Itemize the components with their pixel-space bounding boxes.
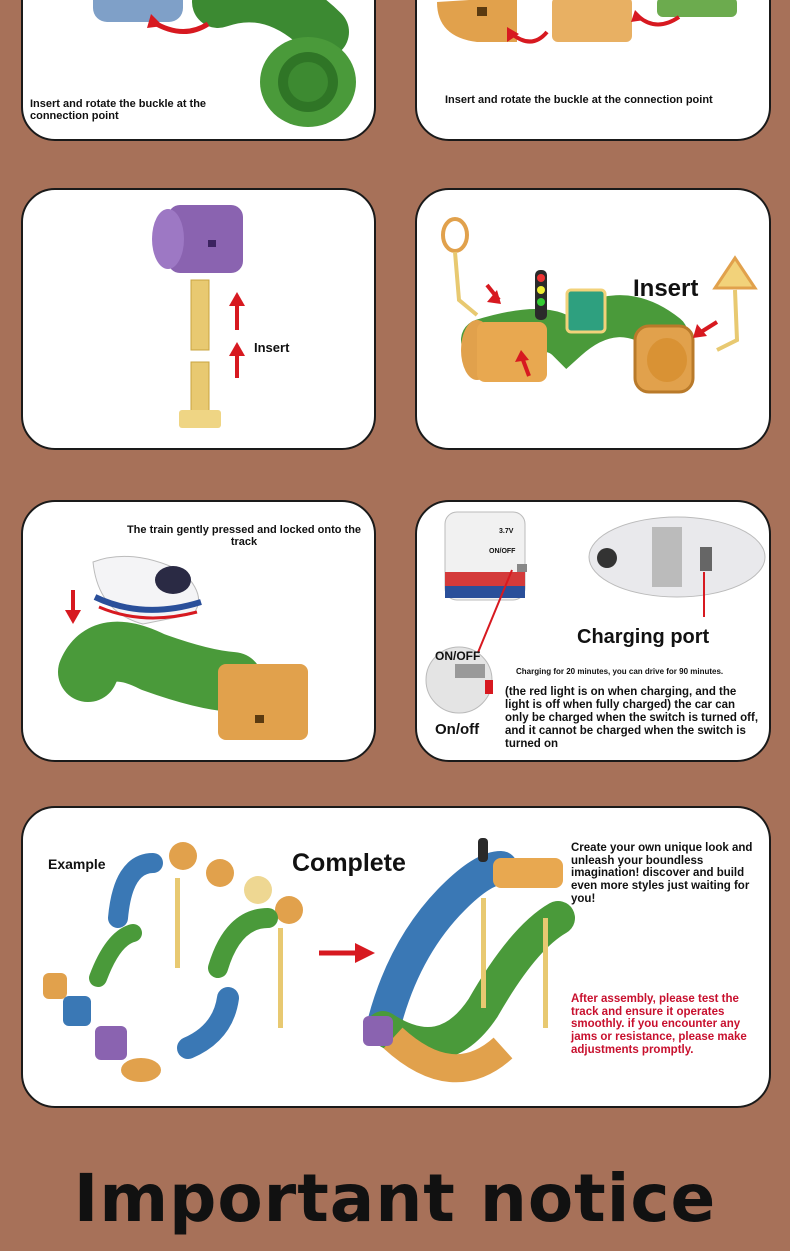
train-track-illustration — [58, 555, 308, 740]
charging-illustration — [425, 511, 766, 714]
after-assembly-text: After assembly, please test the track an… — [571, 993, 747, 1056]
panel-3-insert-label: Insert — [254, 340, 290, 355]
panel-charging: 3.7V ON/OFF ON/OFF Charging port On/off … — [415, 500, 771, 762]
panel-connect-orange: Insert and rotate the buckle at the conn… — [415, 0, 771, 141]
panel-5-caption: The train gently pressed and locked onto… — [126, 524, 362, 549]
panel-train-lock: The train gently pressed and locked onto… — [21, 500, 376, 762]
green-track-connector-illustration — [93, 0, 356, 127]
charging-port-label: Charging port — [577, 626, 710, 648]
important-notice-title: Important notice — [73, 1160, 717, 1237]
on-off-switch-label: ON/OFF — [489, 548, 516, 555]
panel-4-insert-label: Insert — [633, 275, 699, 302]
panel-1-caption: Insert and rotate the buckle at the conn… — [30, 98, 207, 123]
on-off-zoom-label: ON/OFF — [435, 649, 481, 663]
panel-insert-pillar: Insert — [21, 188, 376, 450]
on-off-label: On/off — [435, 721, 480, 738]
track-signs-illustration — [441, 217, 758, 394]
charge-time-text: Charging for 20 minutes, you can drive f… — [516, 667, 724, 676]
pillar-insert-illustration — [152, 205, 245, 428]
track-pieces-illustration — [43, 838, 575, 1083]
complete-label: Complete — [292, 849, 406, 877]
example-label: Example — [48, 856, 106, 872]
panel-example-complete: Example Complete Create your own unique … — [21, 806, 771, 1108]
battery-voltage-label: 3.7V — [499, 528, 514, 535]
panel-connect-green: Insert and rotate the buckle at the conn… — [21, 0, 376, 141]
panel-insert-signs: Insert — [415, 188, 771, 450]
panel-2-caption: Insert and rotate the buckle at the conn… — [445, 94, 713, 106]
orange-track-connector-illustration — [437, 0, 737, 44]
charge-note-text: (the red light is on when charging, and … — [505, 686, 759, 750]
create-text: Create your own unique look and unleash … — [571, 842, 753, 905]
